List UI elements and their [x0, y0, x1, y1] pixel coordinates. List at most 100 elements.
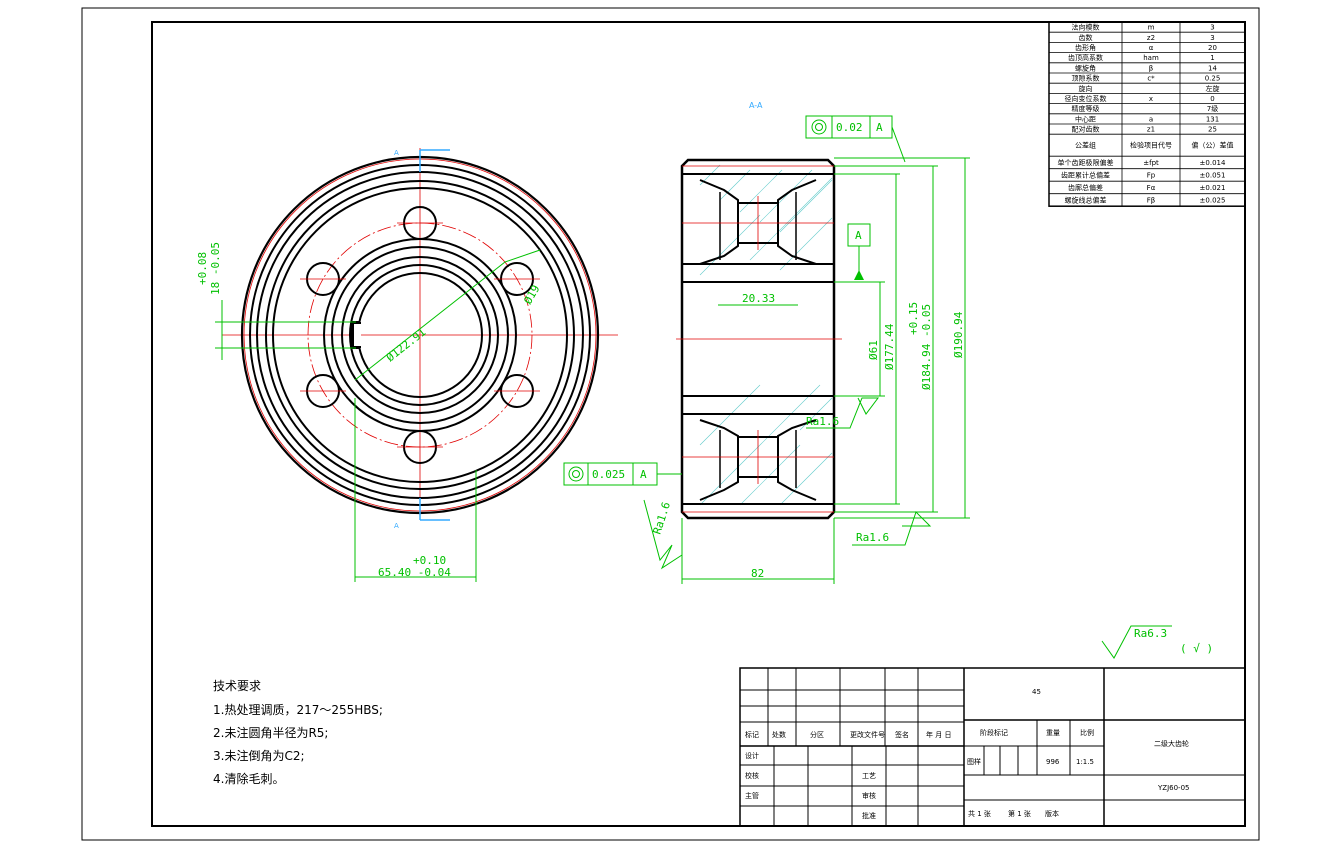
- params-cell-r11-c0: 公差组: [1075, 141, 1096, 150]
- params-cell-r1-c0: 齿数: [1079, 33, 1093, 42]
- params-cell-r8-c0: 精度等级: [1072, 104, 1100, 113]
- title-block: [739, 667, 1246, 827]
- tol-frame-1-datum: A: [876, 121, 883, 134]
- tech-requirements: 技术要求 1.热处理调质，217～255HBS; 2.未注圆角半径为R5; 3.…: [213, 679, 383, 786]
- dim-bottom-value: 65.40 -0.04: [378, 566, 451, 579]
- front-view: A A +0.08 18 -0.05 Ø122.91 Ø19 +0.10 65.…: [196, 148, 618, 582]
- tb-weight-label: 重量: [1046, 729, 1060, 737]
- params-cell-r14-c1: Fα: [1147, 184, 1156, 192]
- title-block-text: 45 二级大齿轮 YZJ60-05 阶段标记 重量 比例 996 1:1.5 图…: [745, 688, 1189, 820]
- tb-scale-label: 比例: [1080, 728, 1094, 737]
- dim-bottom-tol-upper: +0.10: [413, 554, 446, 567]
- params-cell-r10-c2: 25: [1208, 126, 1217, 134]
- params-cell-r2-c2: 20: [1208, 44, 1217, 52]
- params-cell-r1-c1: z2: [1147, 34, 1155, 42]
- params-cell-r0-c2: 3: [1210, 24, 1214, 32]
- outer-border: [81, 7, 1260, 841]
- params-cell-r6-c2: 左旋: [1206, 84, 1220, 93]
- params-cell-r5-c1: c*: [1147, 75, 1155, 83]
- dim-front-tol-upper: +0.08: [196, 252, 209, 285]
- params-cell-r10-c1: z1: [1147, 126, 1155, 134]
- tb-process: 工艺: [862, 772, 876, 780]
- params-cell-r15-c1: Fβ: [1147, 196, 1156, 204]
- section-view: A-A: [563, 101, 970, 584]
- params-cell-r1-c2: 3: [1210, 34, 1214, 42]
- params-cell-r2-c0: 齿形角: [1075, 43, 1096, 52]
- dim-dia-190: Ø190.94: [952, 311, 965, 358]
- params-cell-r12-c2: ±0.014: [1200, 159, 1226, 167]
- params-cell-r3-c1: ham: [1143, 54, 1159, 62]
- params-cell-r11-c2: 偏（公）差值: [1192, 141, 1234, 150]
- params-cell-r3-c0: 齿顶高系数: [1068, 53, 1103, 62]
- params-cell-r15-c0: 螺旋线总偏差: [1065, 195, 1107, 204]
- roughness-right: Ra1.6: [856, 531, 889, 544]
- params-cell-r14-c2: ±0.021: [1200, 184, 1226, 192]
- params-cell-r6-c0: 旋向: [1079, 84, 1093, 93]
- tb-design: 设计: [745, 751, 759, 760]
- tb-review: 审核: [862, 791, 876, 800]
- params-cell-r13-c1: Fp: [1147, 171, 1156, 179]
- params-cell-r7-c2: 0: [1210, 95, 1214, 103]
- inner-border: [151, 21, 1246, 827]
- tol-frame-2-datum: A: [640, 468, 647, 481]
- params-cell-r12-c1: ±fpt: [1143, 159, 1159, 167]
- dim-dia-122: Ø122.91: [384, 326, 429, 365]
- requirement-item-4: 4.清除毛刺。: [213, 771, 284, 786]
- dim-dia-19: Ø19: [521, 283, 542, 307]
- tb-stage-mark: 阶段标记: [980, 728, 1008, 737]
- params-cell-r0-c1: m: [1148, 24, 1155, 32]
- section-mark-top: A: [394, 149, 399, 157]
- params-cell-r11-c1: 检验项目代号: [1130, 141, 1172, 150]
- tb-row-label-2: 处数: [772, 730, 786, 739]
- tb-row-label-3: 分区: [810, 730, 824, 739]
- tb-scale: 1:1.5: [1076, 758, 1094, 766]
- roughness-bore: Ra1.6: [806, 415, 839, 428]
- params-cell-r2-c1: α: [1149, 44, 1154, 52]
- tb-weight: 996: [1046, 758, 1060, 766]
- params-cell-r4-c1: β: [1149, 64, 1153, 72]
- params-cell-r14-c0: 齿廓总偏差: [1068, 183, 1103, 192]
- dim-dia-184-upper: +0.15: [907, 302, 920, 335]
- tb-row-label-4: 更改文件号: [850, 730, 885, 739]
- tb-pattern: 图样: [967, 757, 981, 766]
- params-cell-r12-c0: 单个齿距极限偏差: [1058, 158, 1114, 167]
- params-cell-r0-c0: 法向模数: [1072, 23, 1100, 32]
- tb-part-name: 二级大齿轮: [1154, 739, 1189, 748]
- params-cell-r5-c0: 顶隙系数: [1072, 74, 1100, 83]
- dim-dia-61: Ø61: [867, 340, 880, 360]
- requirements-title: 技术要求: [213, 679, 261, 693]
- tb-check: 校核: [745, 771, 759, 780]
- params-cell-r5-c2: 0.25: [1205, 75, 1221, 83]
- params-cell-r13-c2: ±0.051: [1200, 171, 1226, 179]
- params-cell-r8-c2: 7级: [1207, 104, 1218, 113]
- section-mark-bottom: A: [394, 522, 399, 530]
- params-cell-r4-c0: 螺旋角: [1075, 63, 1096, 72]
- params-cell-r15-c2: ±0.025: [1200, 196, 1226, 204]
- view-label: A-A: [749, 101, 763, 110]
- tb-sheets: 共 1 张: [968, 809, 991, 818]
- tb-sheet-no: 第 1 张: [1008, 809, 1031, 818]
- tb-supervisor: 主管: [745, 791, 759, 800]
- dim-front-tol-value: 18 -0.05: [209, 242, 222, 295]
- params-cell-r9-c2: 131: [1206, 115, 1219, 123]
- params-cell-r10-c0: 配对齿数: [1072, 125, 1100, 134]
- tb-version: 版本: [1045, 809, 1059, 818]
- tb-row-label-5: 签名: [895, 730, 909, 739]
- dim-hub-width: 20.33: [742, 292, 775, 305]
- roughness-general: Ra6.3: [1134, 627, 1167, 640]
- datum-label: A: [855, 229, 862, 242]
- tb-drawing-no: YZJ60-05: [1157, 784, 1189, 792]
- tb-approve: 批准: [862, 811, 876, 820]
- requirement-item-2: 2.未注圆角半径为R5;: [213, 725, 328, 740]
- params-cell-r9-c1: a: [1149, 115, 1153, 123]
- tb-row-label-1: 标记: [745, 730, 759, 739]
- gear-params-table: 法向模数 m 3 齿数 z2 3 齿形角 α 20 齿顶高系数 ham 1 螺旋角 β 14 顶隙系数 c* 0.…: [1048, 21, 1246, 207]
- roughness-general-suffix: ( √ ): [1180, 642, 1213, 655]
- params-cell-r9-c0: 中心距: [1075, 114, 1096, 123]
- params-cell-r4-c2: 14: [1208, 64, 1217, 72]
- params-cell-r3-c2: 1: [1210, 54, 1214, 62]
- tol-frame-1-value: 0.02: [836, 121, 863, 134]
- dim-dia-184: Ø184.94 -0.05: [920, 304, 933, 390]
- tb-row-label-6: 年 月 日: [926, 730, 951, 739]
